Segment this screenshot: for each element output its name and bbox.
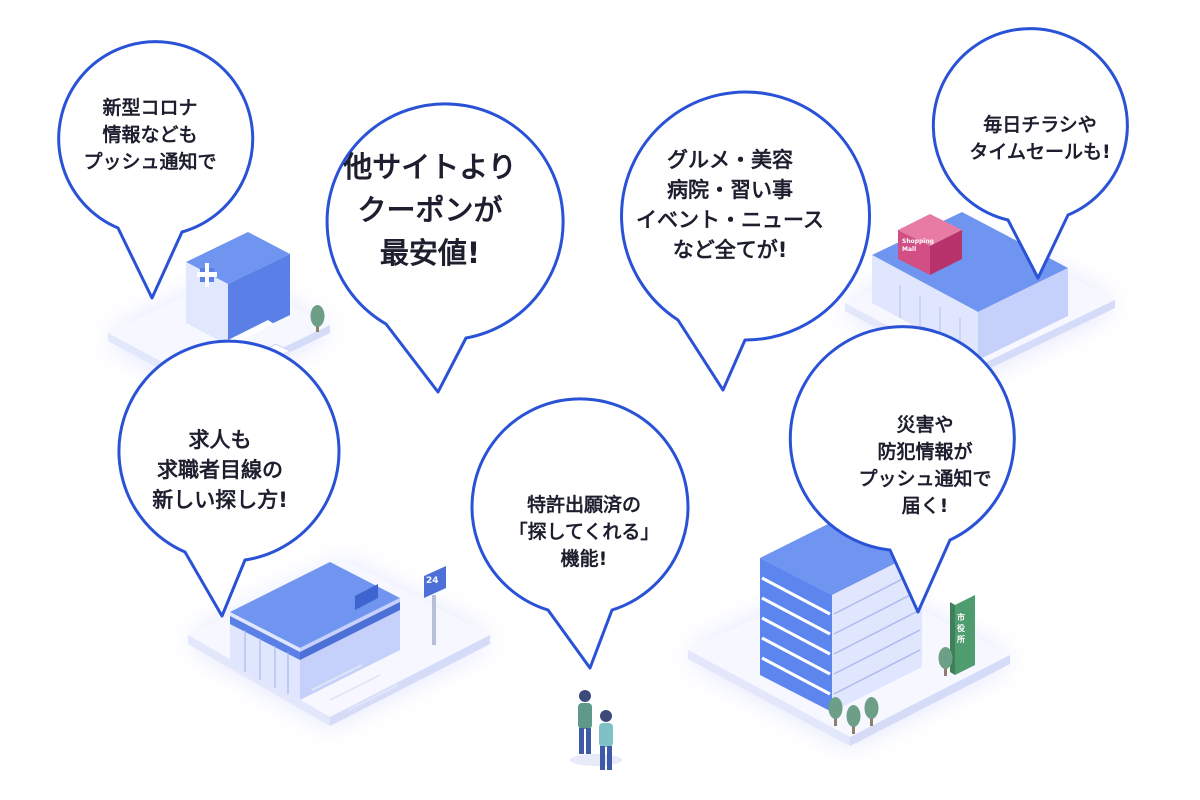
people bbox=[570, 690, 622, 770]
bubble-corona-shape bbox=[57, 40, 255, 300]
cityhall-sign-label: 市役所 bbox=[957, 613, 965, 644]
convenience-store-scene bbox=[188, 560, 490, 726]
bubble-flyer-shape bbox=[931, 27, 1129, 280]
bubble-gourmet-line: グルメ・美容 bbox=[667, 148, 793, 172]
tree bbox=[310, 305, 325, 332]
office-scene bbox=[688, 513, 1010, 746]
parking-lines bbox=[311, 664, 399, 711]
person-right bbox=[599, 710, 613, 770]
bubble-jobs-line: 求職者目線の bbox=[157, 458, 283, 482]
bubble-corona-line: 新型コロナ bbox=[102, 96, 198, 119]
bubble-jobs-line: 新しい探し方! bbox=[152, 488, 288, 512]
bubble-flyer-line: タイムセールも! bbox=[969, 141, 1111, 163]
hospital-building bbox=[186, 232, 290, 345]
bubble-patent-shape bbox=[470, 397, 690, 670]
bubble-disaster-line: 届く! bbox=[901, 495, 949, 517]
bubble-coupon-shape bbox=[325, 102, 565, 394]
trees bbox=[828, 647, 953, 734]
bubble-gourmet-shape bbox=[620, 90, 872, 392]
bubble-gourmet: グルメ・美容 病院・習い事 イベント・ニュース など全てが! bbox=[606, 110, 854, 300]
bubble-disaster-line: 災害や bbox=[896, 414, 954, 436]
store-sign-pole bbox=[424, 566, 446, 645]
bubble-flyer: 毎日チラシや タイムセールも! bbox=[958, 84, 1122, 194]
bubble-corona-line: 情報なども bbox=[102, 123, 198, 146]
store-sign-label: 24 bbox=[426, 576, 439, 586]
bubble-gourmet-line: 病院・習い事 bbox=[667, 178, 793, 202]
bubble-coupon: 他サイトより クーポンが 最安値! bbox=[322, 110, 538, 310]
bubble-gourmet-line: イベント・ニュース bbox=[636, 208, 824, 232]
bubble-gourmet-line: など全てが! bbox=[672, 238, 788, 262]
bubble-flyer-line: 毎日チラシや bbox=[983, 114, 1097, 136]
bubble-disaster-line: プッシュ通知で bbox=[858, 468, 992, 490]
bubble-jobs-shape bbox=[117, 339, 341, 618]
bubble-disaster-line: 防犯情報が bbox=[877, 441, 973, 463]
bubble-patent: 特許出願済の 「探してくれる」 機能! bbox=[490, 462, 678, 602]
bubble-coupon-line: クーポンが bbox=[357, 192, 503, 227]
mall-sign-label: Shopping Mall bbox=[902, 238, 934, 253]
bubble-jobs-line: 求人も bbox=[188, 428, 252, 452]
bubble-jobs: 求人も 求職者目線の 新しい探し方! bbox=[122, 400, 318, 540]
bubble-coupon-line: 最安値! bbox=[379, 235, 481, 270]
person-left bbox=[578, 690, 592, 754]
mall-sign-cube bbox=[898, 214, 962, 275]
cityhall-sign bbox=[950, 595, 975, 675]
bubble-corona-line: プッシュ通知で bbox=[83, 150, 217, 173]
convenience-store-building bbox=[230, 562, 400, 700]
bubble-disaster-shape bbox=[788, 325, 1016, 614]
bubble-disaster: 災害や 防犯情報が プッシュ通知で 届く! bbox=[830, 386, 1020, 546]
bubble-coupon-line: 他サイトより bbox=[343, 149, 517, 184]
bubble-patent-line: 特許出願済の bbox=[526, 493, 641, 516]
bubble-patent-line: 「探してくれる」 bbox=[508, 520, 660, 543]
bubble-corona: 新型コロナ 情報なども プッシュ通知で bbox=[68, 60, 232, 210]
bubble-patent-line: 機能! bbox=[560, 547, 608, 570]
